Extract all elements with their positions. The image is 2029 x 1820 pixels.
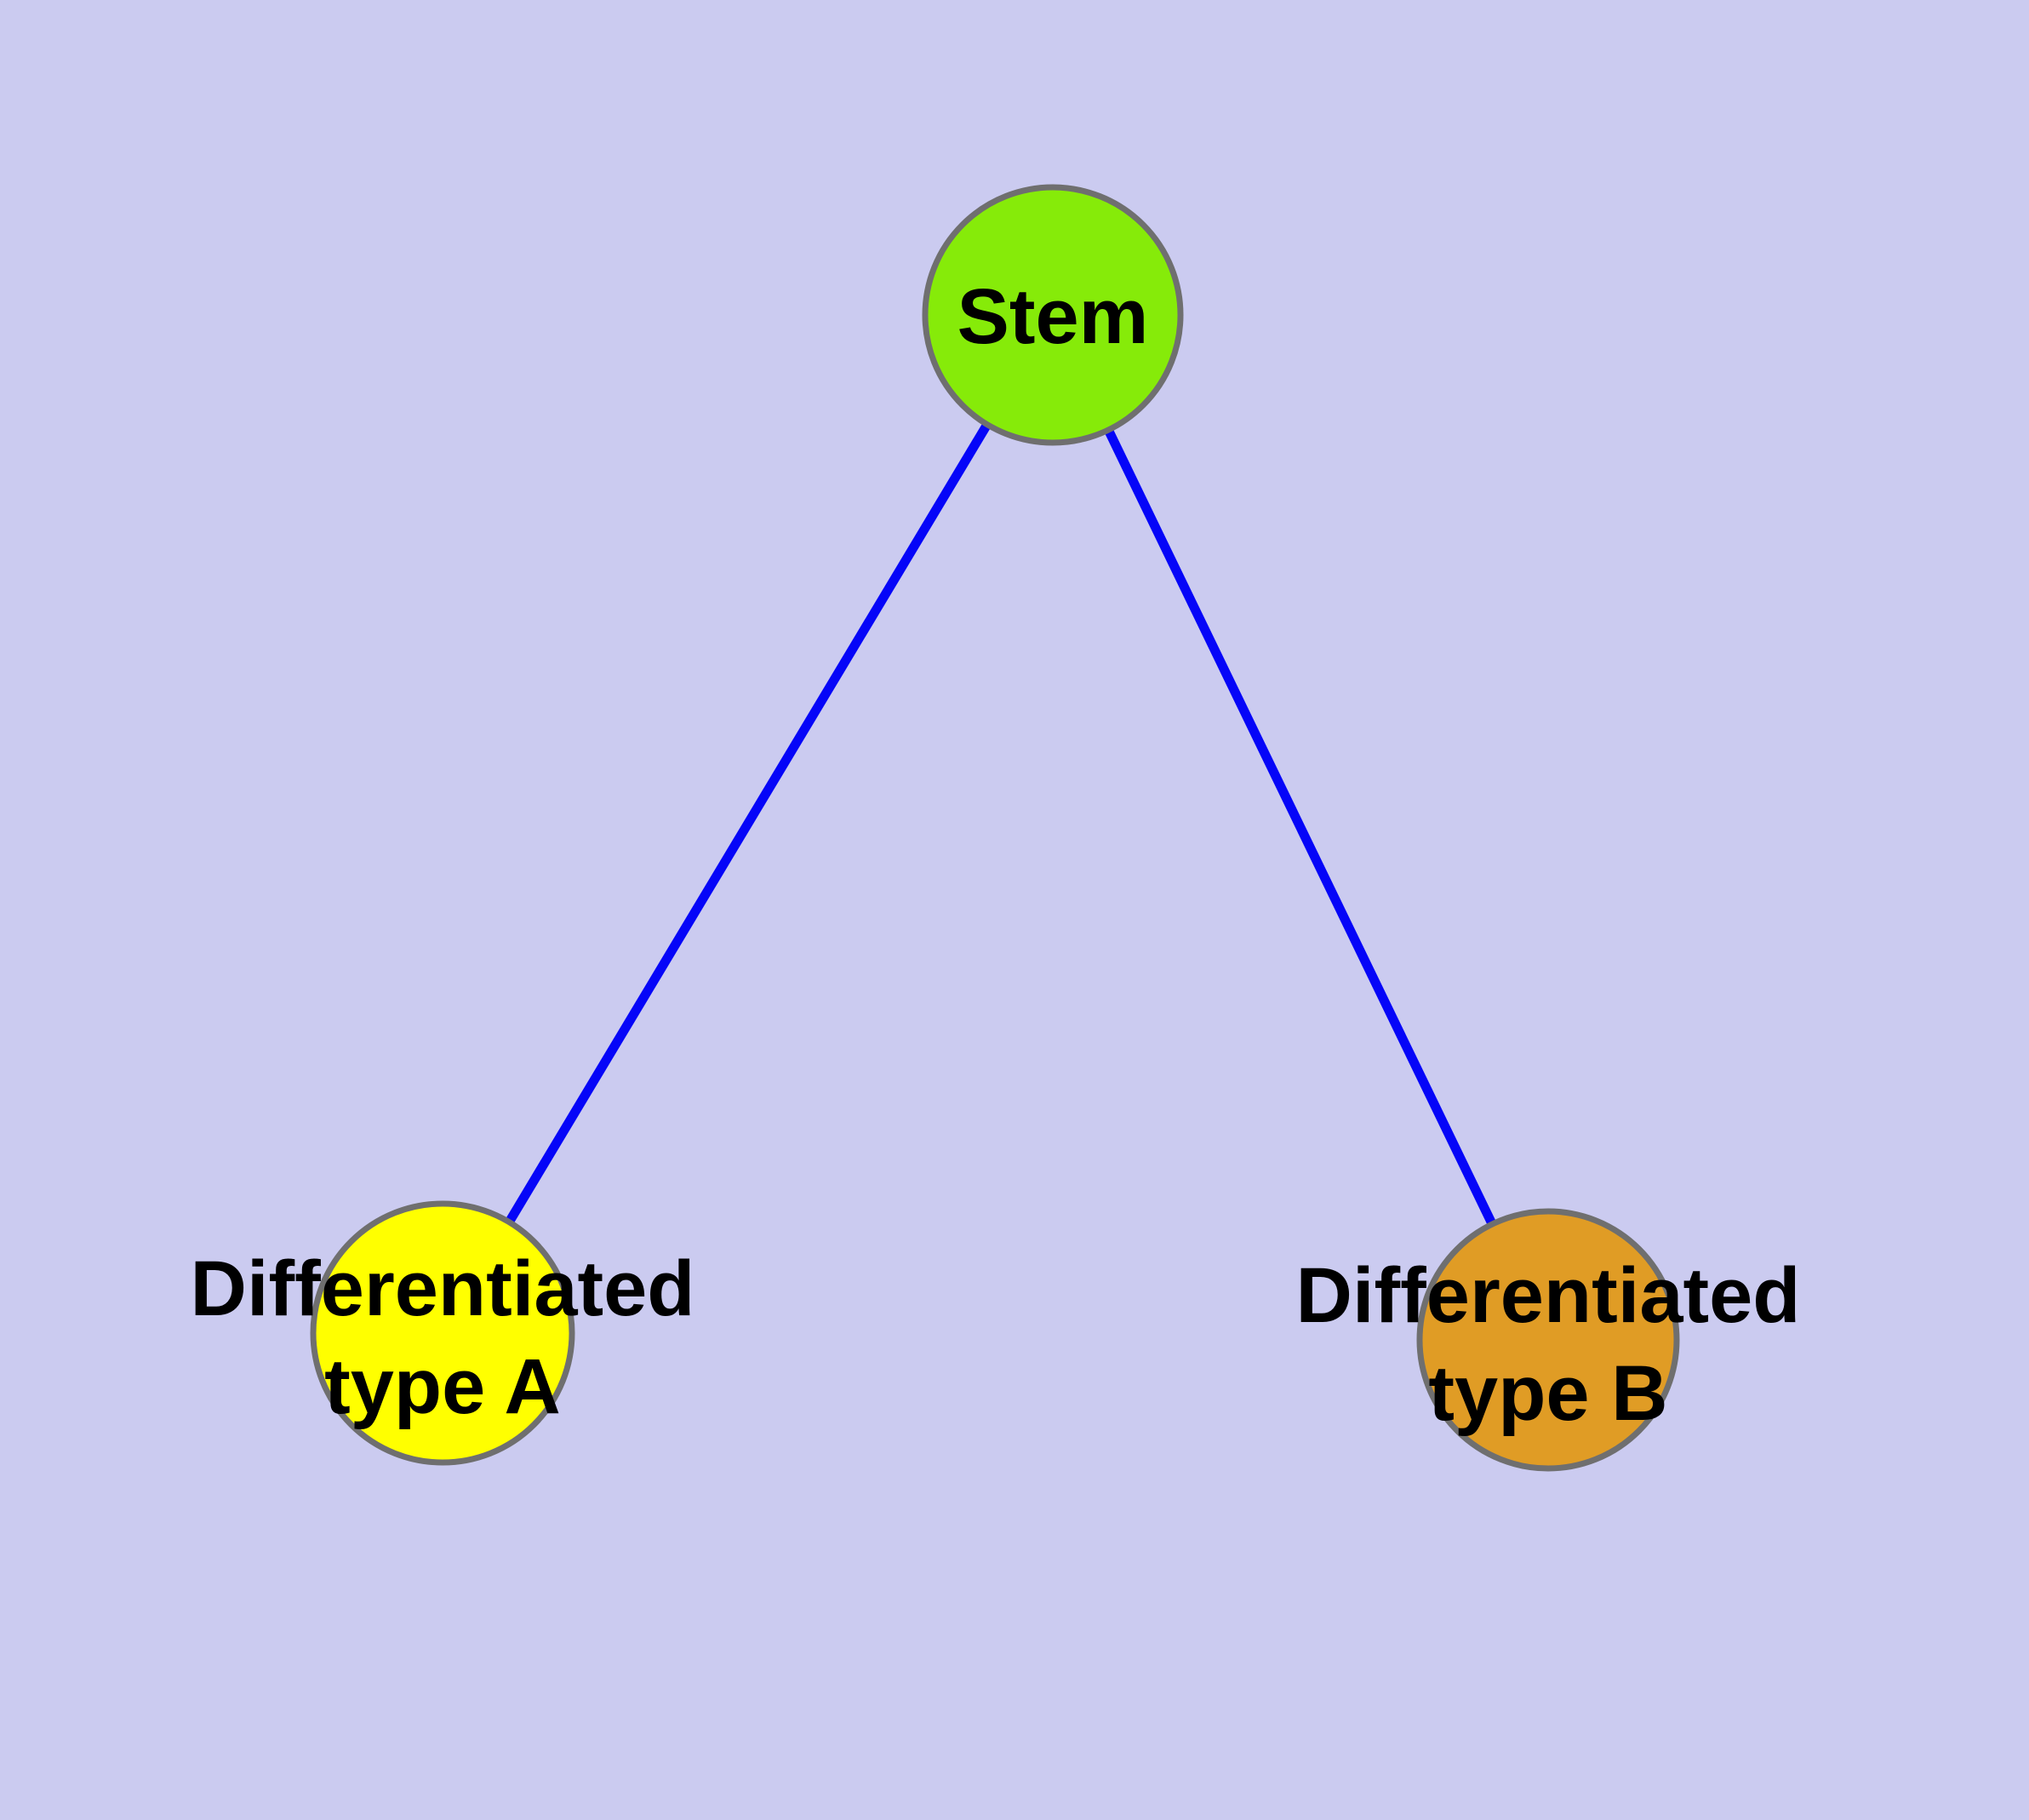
node-stem: Stem	[922, 184, 1184, 446]
node-type-b-label-line2: type B	[1428, 1350, 1667, 1437]
node-type-a-label-line2: type A	[324, 1343, 561, 1430]
edge-stem-to-type-b	[1049, 312, 1552, 1342]
node-stem-shape	[922, 184, 1184, 446]
node-type-b-label-line1: Differentiated	[1296, 1252, 1801, 1339]
node-type-b-shape	[1416, 1208, 1680, 1472]
node-type-a-label-line1: Differentiated	[191, 1245, 695, 1332]
node-stem-label: Stem	[957, 273, 1149, 360]
node-type-b: Differentiated type B	[1296, 1208, 1801, 1472]
edge-stem-to-type-a	[438, 312, 1057, 1336]
node-type-a-shape	[310, 1200, 575, 1466]
node-type-a: Differentiated type A	[191, 1200, 695, 1466]
